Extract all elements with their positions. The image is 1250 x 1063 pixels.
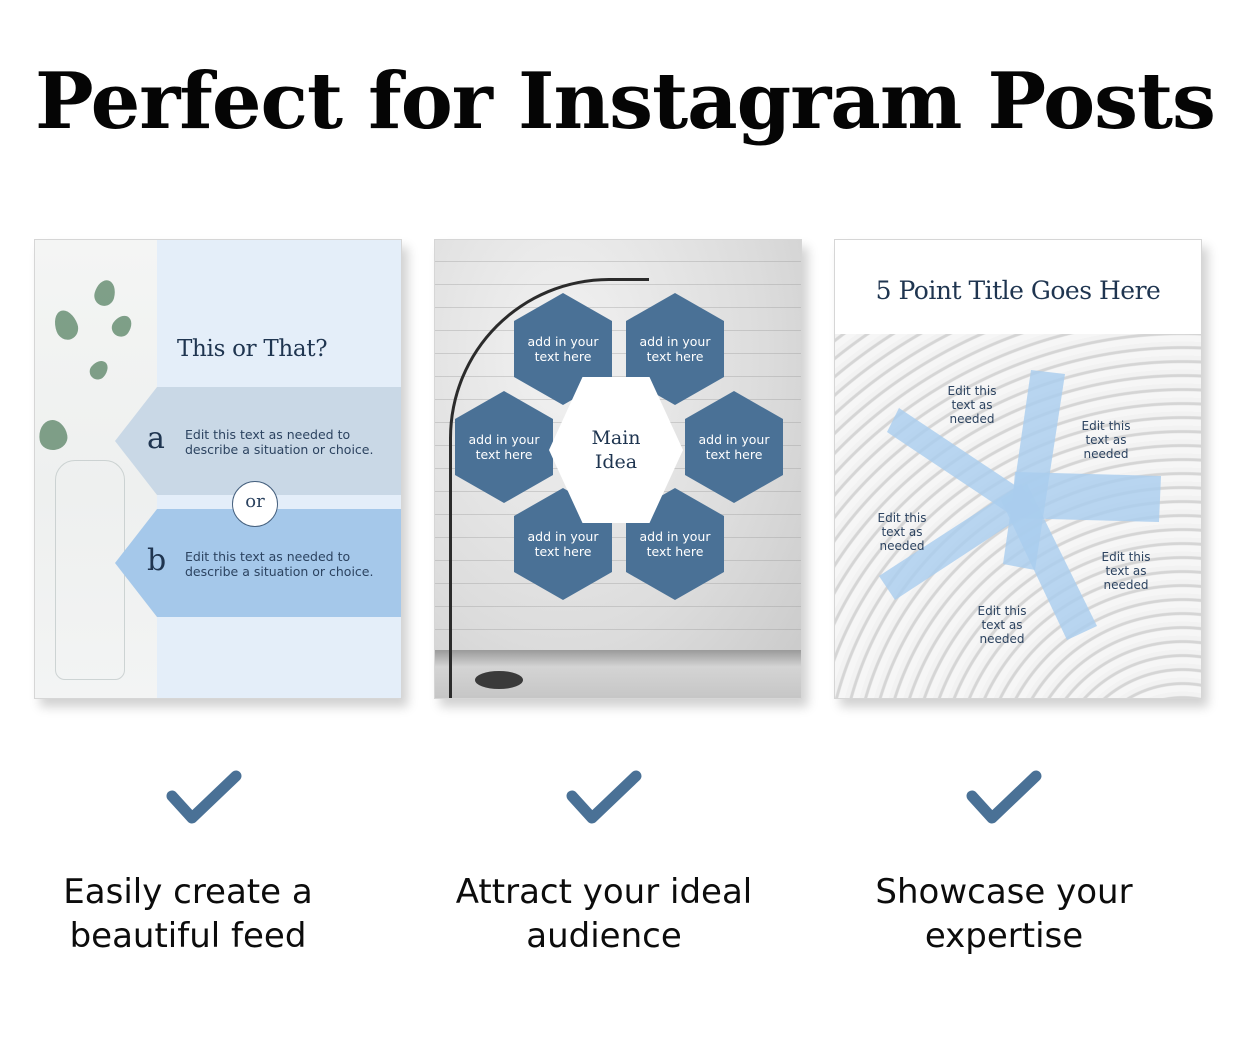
point-label-2: Edit this text as needed (1081, 419, 1131, 461)
point-label-4: Edit this text as needed (1101, 550, 1151, 592)
option-a-band: a Edit this text as needed to describe a… (115, 387, 401, 495)
template-card-five-point: 5 Point Title Goes Here Edit this text a… (834, 239, 1202, 699)
check-icon (566, 770, 642, 824)
or-separator: or (232, 481, 278, 527)
option-text: Edit this text as needed to describe a s… (185, 549, 374, 579)
card-title: 5 Point Title Goes Here (875, 276, 1161, 305)
lamp-base (475, 671, 523, 689)
template-card-hexagon-map: add in your text here add in your text h… (434, 239, 802, 699)
check-icon (966, 770, 1042, 824)
main-idea-text: Main Idea (591, 427, 641, 473)
point-label-5: Edit this text as needed (977, 604, 1027, 646)
option-b-band: b Edit this text as needed to describe a… (115, 509, 401, 617)
plant-photo (35, 240, 157, 698)
card-title: This or That? (177, 336, 328, 362)
page-headline: Perfect for Instagram Posts (35, 56, 1216, 147)
template-card-this-or-that: This or That? a Edit this text as needed… (34, 239, 402, 699)
feature-caption: Attract your ideal audience (455, 872, 753, 956)
title-header (835, 240, 1201, 334)
point-label-1: Edit this text as needed (947, 384, 997, 426)
asterisk-shape (879, 370, 1161, 640)
option-letter: b (147, 543, 167, 578)
check-icon (166, 770, 242, 824)
option-text: Edit this text as needed to describe a s… (185, 427, 374, 457)
point-label-3: Edit this text as needed (877, 511, 927, 553)
feature-caption: Showcase your expertise (875, 872, 1133, 956)
option-letter: a (147, 421, 165, 456)
feature-caption: Easily create a beautiful feed (63, 872, 313, 956)
glass-vase (55, 460, 125, 680)
